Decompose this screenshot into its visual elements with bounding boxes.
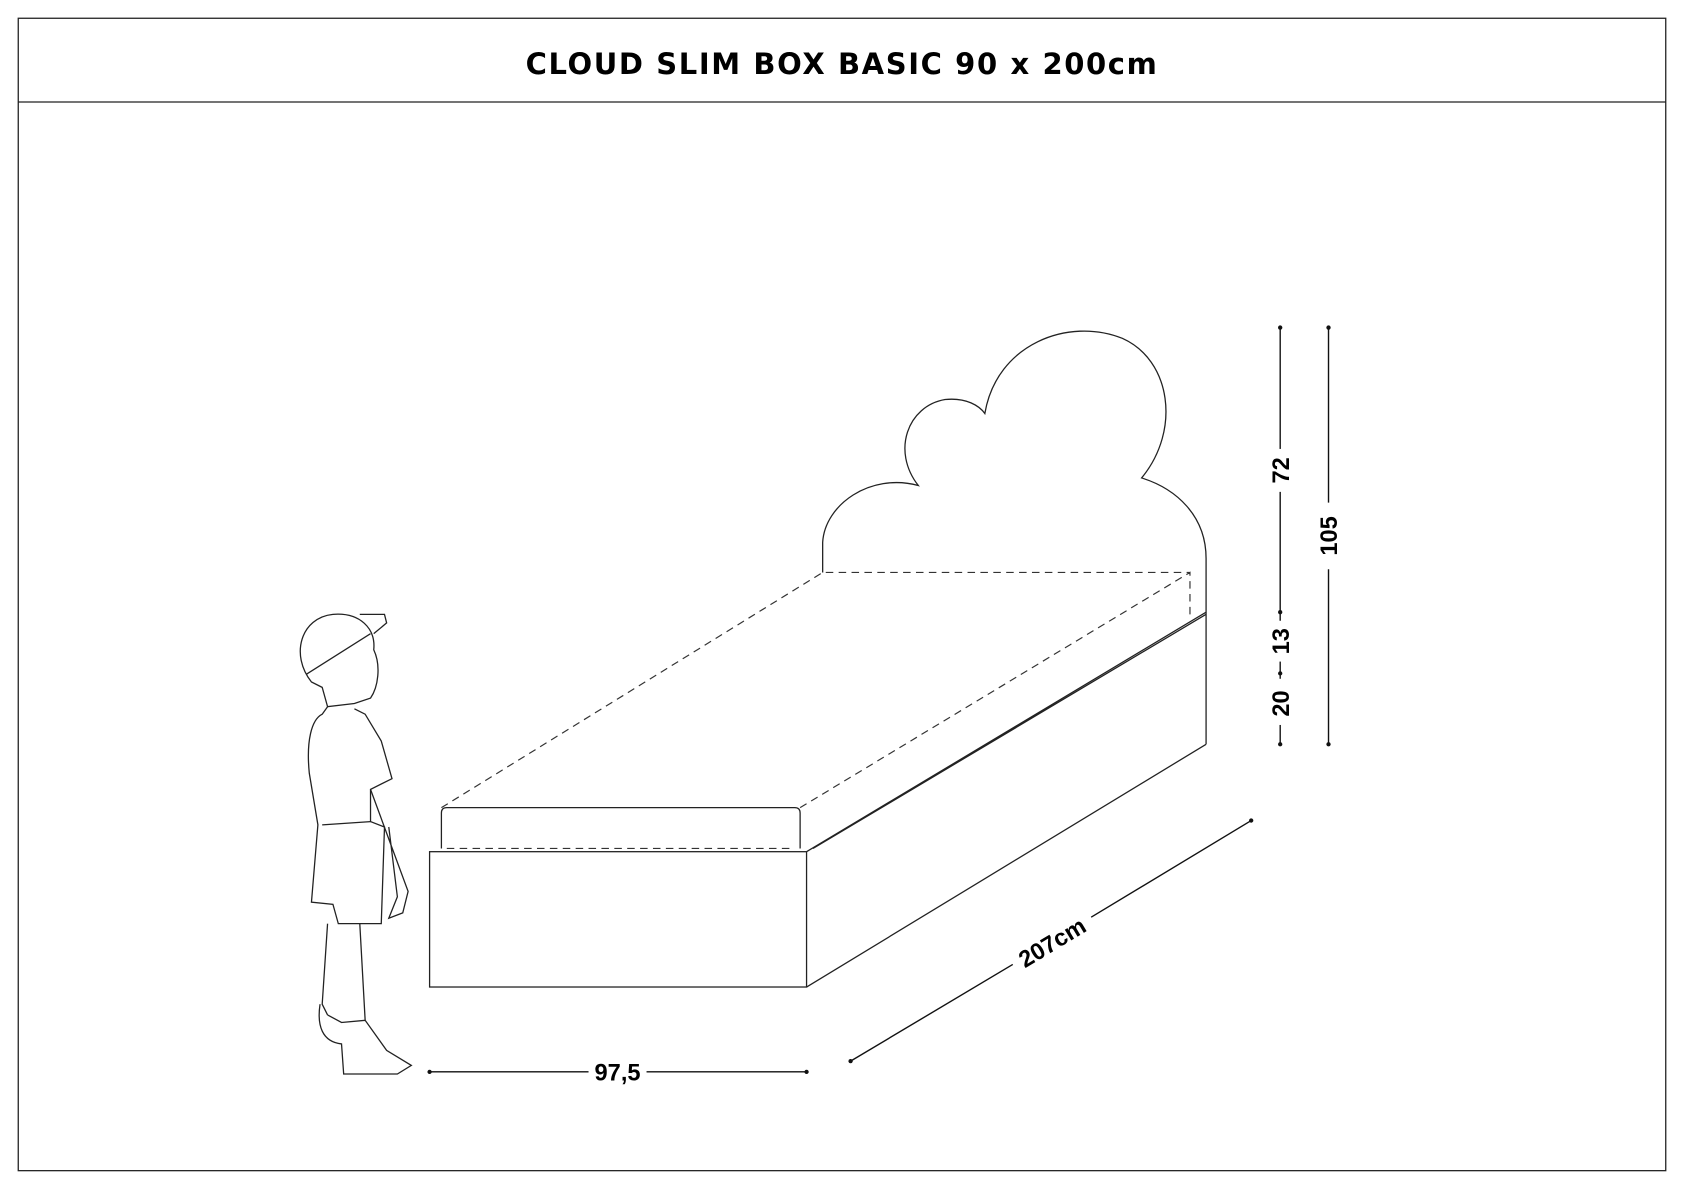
headboard-cloud — [822, 330, 1207, 745]
mattress-height-label: 13 — [1269, 628, 1295, 654]
mattress-outline — [441, 571, 1191, 850]
width-label: 97,5 — [595, 1060, 641, 1086]
length-label: 207cm — [1015, 913, 1091, 973]
length-dimension: 207cm — [848, 818, 1254, 1064]
bed-base-side — [806, 611, 1207, 988]
base-height-label: 20 — [1269, 690, 1295, 716]
mattress-front — [440, 807, 801, 849]
drawing-title: CLOUD SLIM BOX BASIC 90 x 200cm — [526, 47, 1159, 81]
sheet-border — [17, 17, 1667, 1172]
headboard-height-label: 72 — [1269, 457, 1295, 483]
child-figure — [299, 613, 413, 1075]
total-height-label: 105 — [1317, 516, 1343, 555]
bed-illustration — [428, 330, 1207, 988]
bed-base-front — [428, 851, 808, 988]
width-dimension: 97,5 — [427, 1060, 809, 1086]
height-dimensions: 72 13 20 105 — [1269, 325, 1343, 747]
